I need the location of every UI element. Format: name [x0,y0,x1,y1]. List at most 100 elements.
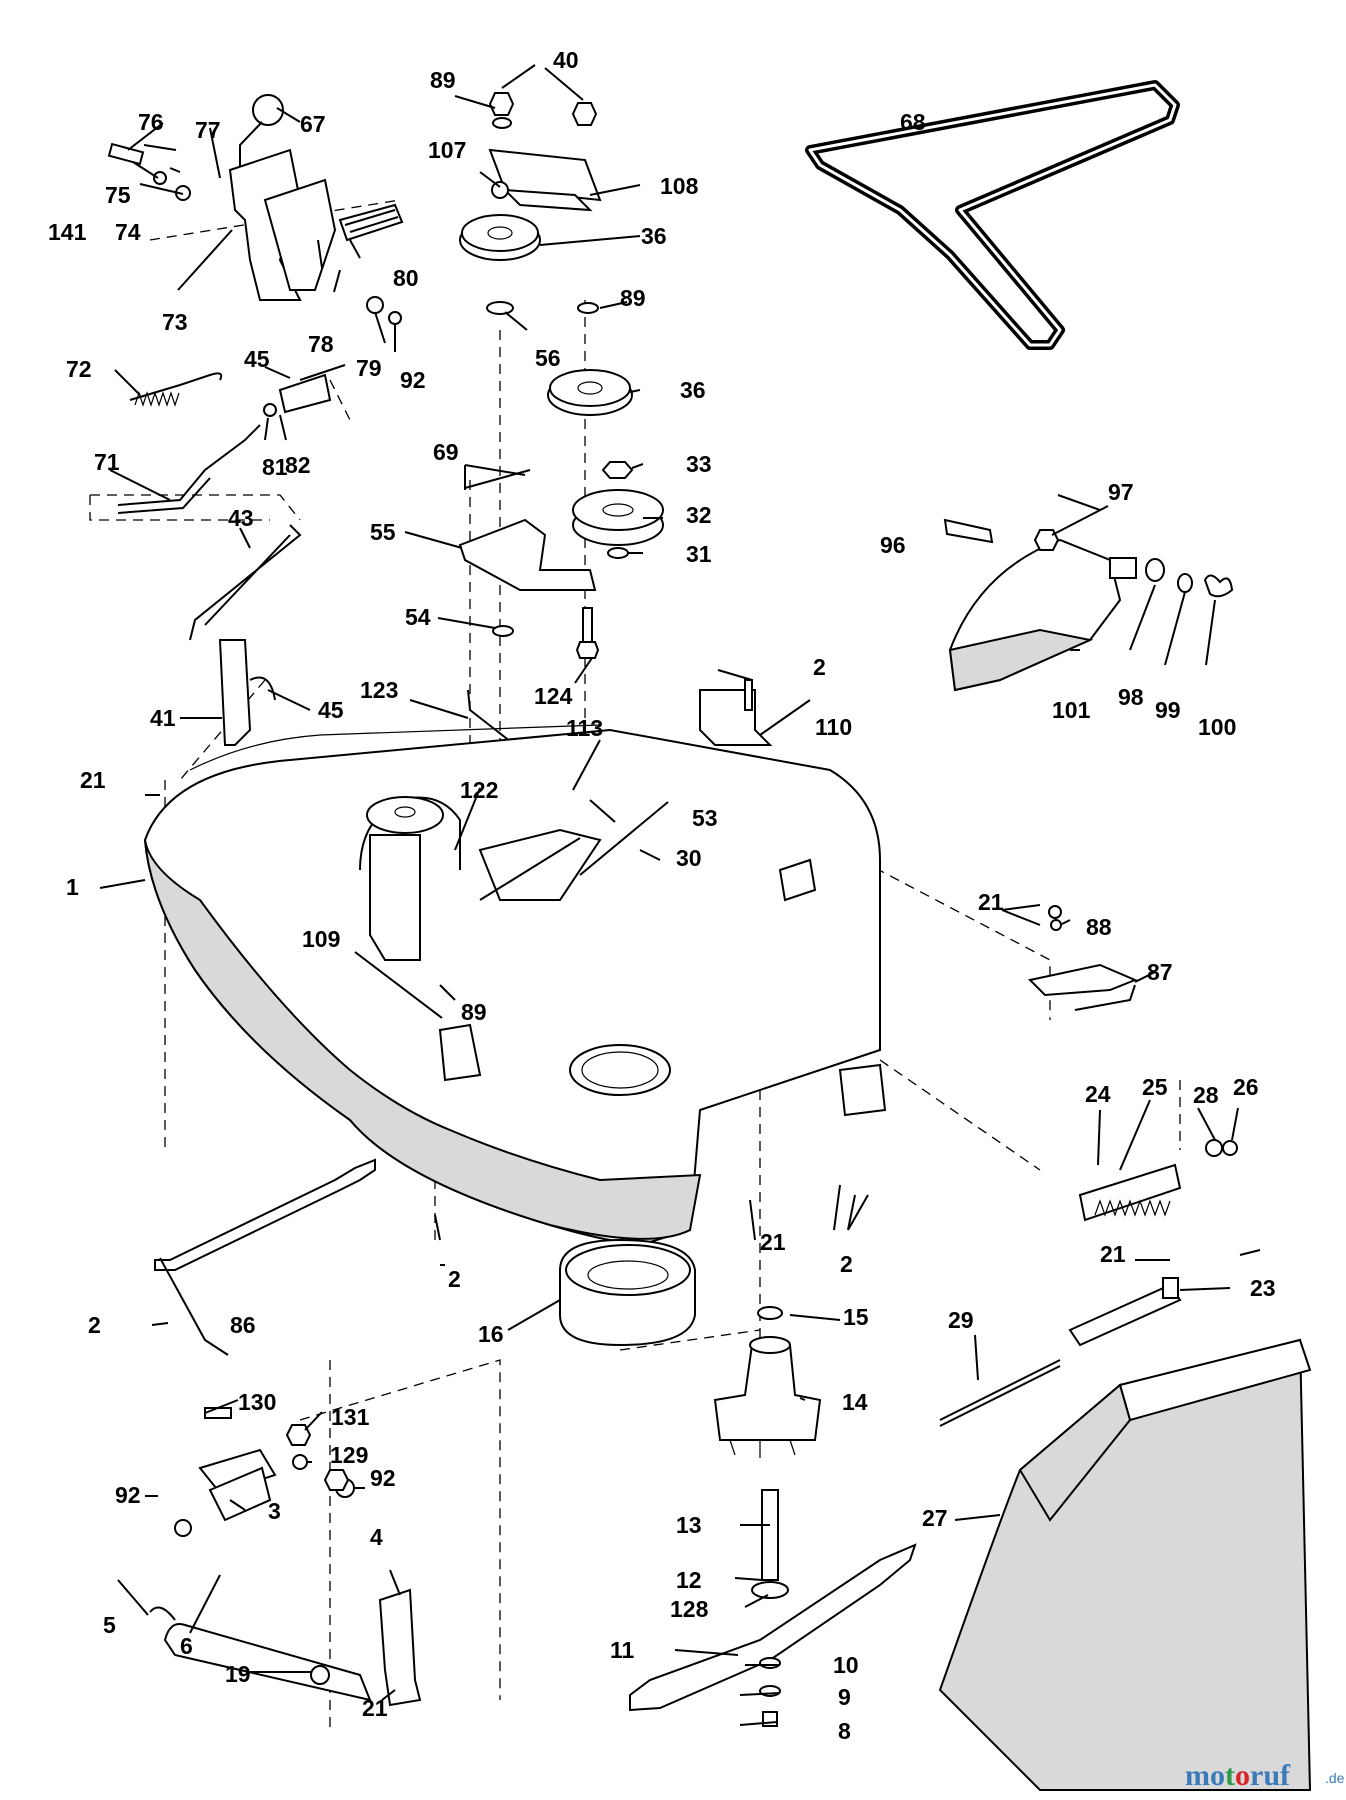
label-16: 16 [478,1321,504,1347]
bracket-87 [1027,905,1138,1011]
label-89: 89 [620,285,646,311]
label-79: 79 [356,355,382,381]
deflector-101 [943,518,1234,692]
label-55: 55 [370,519,396,545]
label-130: 130 [238,1389,276,1415]
label-54: 54 [405,604,431,630]
label-11: 11 [610,1637,635,1663]
spindle-14 [713,1306,822,1599]
label-98: 98 [1118,684,1144,710]
label-113: 113 [566,715,603,741]
label-28: 28 [1193,1082,1219,1108]
label-92: 92 [115,1482,141,1508]
bracket-86 [154,1158,376,1271]
belt-68 [805,80,1180,350]
label-89: 89 [461,999,487,1025]
label-53: 53 [692,805,718,831]
lift-linkage [149,1407,422,1707]
label-14: 14 [842,1389,868,1415]
label-76: 76 [138,109,164,135]
label-24: 24 [1085,1081,1111,1107]
label-21: 21 [1100,1241,1126,1267]
svg-text:motoruf: motoruf [1185,1759,1291,1792]
label-9: 9 [838,1684,851,1710]
label-2: 2 [840,1251,853,1277]
grass-bag-27 [938,1338,1312,1791]
label-92: 92 [370,1465,396,1491]
label-12: 12 [676,1567,702,1593]
label-21: 21 [978,889,1004,915]
label-43: 43 [228,505,254,531]
label-8: 8 [838,1718,851,1744]
label-21: 21 [80,767,106,793]
label-71: 71 [94,449,120,475]
label-2: 2 [813,654,826,680]
label-3: 3 [268,1498,281,1524]
plate-110 [699,689,773,746]
label-97: 97 [1108,479,1134,505]
label-100: 100 [1198,714,1236,740]
label-99: 99 [1155,697,1181,723]
idler-bracket-55 [458,469,600,659]
bolt-2a [744,679,753,711]
label-30: 30 [676,845,702,871]
label-72: 72 [66,356,92,382]
control-lever-assembly [107,94,404,325]
label-5: 5 [103,1612,116,1638]
label-87: 87 [1147,959,1173,985]
label-109: 109 [302,926,340,952]
leader-lines [99,64,1261,1726]
label-41: 41 [150,705,176,731]
label-75: 75 [105,182,131,208]
label-73: 73 [162,309,188,335]
label-108: 108 [660,173,699,199]
label-123: 123 [360,677,398,703]
label-45: 45 [318,697,344,723]
label-36: 36 [641,223,667,249]
label-92: 92 [400,367,426,393]
label-81: 81 [262,454,288,480]
label-129: 129 [330,1442,368,1468]
label-1: 1 [66,874,79,900]
label-128: 128 [670,1596,709,1622]
label-77: 77 [195,117,221,143]
label-4: 4 [370,1524,383,1550]
label-45: 45 [244,346,270,372]
label-27: 27 [922,1505,948,1531]
label-19: 19 [225,1661,251,1687]
label-15: 15 [843,1304,869,1330]
label-141: 141 [48,219,87,245]
label-29: 29 [948,1307,974,1333]
label-23: 23 [1250,1275,1276,1301]
label-56: 56 [535,345,561,371]
label-10: 10 [833,1652,859,1678]
label-78: 78 [308,331,334,357]
label-40: 40 [553,47,579,73]
label-33: 33 [686,451,712,477]
label-13: 13 [676,1512,702,1538]
spring-72-group [129,364,346,417]
label-26: 26 [1233,1074,1259,1100]
label-67: 67 [300,111,326,137]
label-2: 2 [448,1266,461,1292]
label-25: 25 [1142,1074,1168,1100]
label-86: 86 [230,1312,256,1338]
label-110: 110 [815,714,852,740]
watermark-suffix: .de [1325,1770,1345,1786]
pulley-stack [459,92,664,559]
label-80: 80 [393,265,419,291]
rods-71-43-41 [117,424,302,746]
part-labels: 1 2 2 2 2 3 4 5 6 8 9 10 11 12 13 14 15 … [48,47,1276,1744]
label-131: 131 [331,1404,370,1430]
watermark-text: motoruf [1185,1759,1291,1792]
label-82: 82 [285,452,311,478]
label-68: 68 [900,109,926,135]
label-32: 32 [686,502,712,528]
label-88: 88 [1086,914,1112,940]
label-124: 124 [534,683,573,709]
label-21: 21 [362,1695,388,1721]
label-96: 96 [880,532,906,558]
label-2: 2 [88,1312,101,1338]
blade-hardware [759,1657,781,1727]
